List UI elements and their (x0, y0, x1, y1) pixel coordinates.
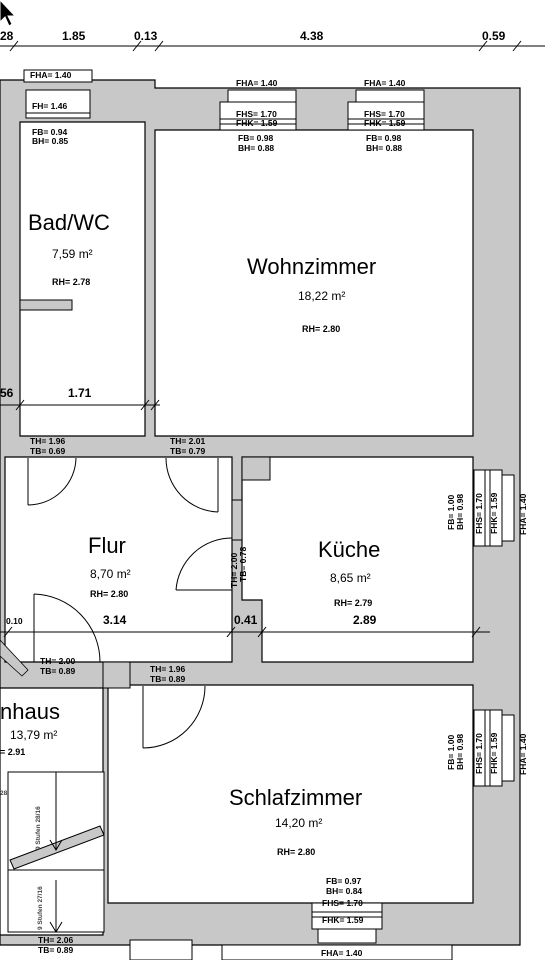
wohn-rh: RH= 2.80 (302, 324, 340, 334)
kitchen-pillar (241, 456, 271, 481)
wohn-window-2 (347, 89, 425, 131)
wohn-window-2-bh: BH= 0.88 (366, 143, 402, 153)
treppe-name: nhaus (0, 699, 60, 724)
top-dim-2: 1.85 (62, 29, 86, 43)
door-kueche-th: TH= 2.00 (229, 553, 239, 588)
dim-041: 0.41 (234, 613, 258, 627)
door-bad-tb: TB= 0.69 (30, 446, 65, 456)
schlaf-rh: RH= 2.80 (277, 847, 315, 857)
schlaf-side-window (473, 709, 515, 787)
exterior-wall (0, 79, 521, 946)
flur-area: 8,70 m² (90, 567, 131, 581)
schlaf-side-window-bh: BH= 0.98 (455, 734, 465, 770)
flur-name: Flur (88, 533, 126, 558)
schlaf-bottom-window-bh: BH= 0.84 (326, 886, 362, 896)
flur-partition (231, 499, 243, 541)
bad-window-bh: BH= 0.85 (32, 136, 68, 146)
top-dim-3: 0.13 (134, 29, 158, 43)
diagonal-wall (0, 639, 29, 677)
stairs-upper: 9 Stufen 28/16 (35, 806, 42, 850)
schlaf-bottom-window-fhs: FHS= 1.70 (322, 898, 363, 908)
wohn-window-1-fhk: FHK= 1.59 (236, 118, 278, 128)
bad-window-fh: FH= 1.46 (32, 101, 67, 111)
wohn-window-1-fha: FHA= 1.40 (236, 78, 278, 88)
wohn-window-2-fha: FHA= 1.40 (364, 78, 406, 88)
door-wohn-tb: TB= 0.79 (170, 446, 205, 456)
door-eingang-th: TH= 2.00 (40, 656, 75, 666)
cursor-icon (0, 0, 17, 27)
bad-name: Bad/WC (28, 210, 110, 235)
wohn-window-2-fhs: FHS= 1.70 (364, 109, 405, 119)
shaft-wall (19, 299, 73, 311)
wohn-window-1-fhs: FHS= 1.70 (236, 109, 277, 119)
treppe-area: 13,79 m² (10, 728, 57, 742)
schlaf-side-window-fha: FHA= 1.40 (518, 733, 528, 775)
schlaf-bottom-window-fb: FB= 0.97 (326, 876, 361, 886)
door-schlaf (142, 685, 206, 749)
schlaf-area: 14,20 m² (275, 816, 322, 830)
wohn-window-1-bh: BH= 0.88 (238, 143, 274, 153)
wohn-window-2-fb: FB= 0.98 (366, 133, 401, 143)
door-wohn (165, 457, 219, 513)
door-schlaf-tb: TB= 0.89 (150, 674, 185, 684)
door-kueche (175, 537, 233, 591)
dim-line-bad (0, 399, 160, 411)
stairs (7, 771, 105, 933)
kueche-name: Küche (318, 537, 380, 562)
flur-rh: RH= 2.80 (90, 589, 128, 599)
kueche-window-fha: FHA= 1.40 (518, 493, 528, 535)
dim-line-flur (0, 626, 490, 638)
top-dim-4: 4.38 (300, 29, 324, 43)
kueche-window-bh: BH= 0.98 (455, 494, 465, 530)
bottom-window-fha: FHA= 1.40 (321, 948, 363, 958)
dim-28: 28 (0, 790, 8, 797)
dim-010: 0.10 (6, 616, 23, 626)
door-eingang-tb: TB= 0.89 (40, 666, 75, 676)
kueche-rh: RH= 2.79 (334, 598, 372, 608)
kueche-area: 8,65 m² (330, 571, 371, 585)
dim-314: 3.14 (103, 613, 127, 627)
door-unten-th: TH= 2.06 (38, 935, 73, 945)
wohn-area: 18,22 m² (298, 289, 345, 303)
wohn-window-1 (219, 89, 297, 131)
schlaf-side-window-fb: FB= 1.00 (446, 735, 456, 770)
dim-056: 56 (0, 386, 14, 400)
bottom-box (129, 939, 193, 960)
top-dimension-line (0, 40, 545, 52)
schlaf-bottom-window-fhk: FHK= 1.59 (322, 915, 364, 925)
wohn-name: Wohnzimmer (247, 254, 376, 279)
top-dim-1: 28 (0, 29, 14, 43)
door-schlaf-th: TH= 1.96 (150, 664, 185, 674)
bad-window-fb: FB= 0.94 (32, 127, 67, 137)
kueche-window-fhk: FHK= 1.59 (489, 492, 499, 534)
bad-window-fha: FHA= 1.40 (30, 70, 72, 80)
dim-289: 2.89 (353, 613, 377, 627)
schlaf-side-window-fhs: FHS= 1.70 (474, 733, 484, 774)
dim-171: 1.71 (68, 386, 92, 400)
door-eingang (33, 593, 101, 663)
door-wohn-th: TH= 2.01 (170, 436, 205, 446)
top-dim-5: 0.59 (482, 29, 506, 43)
pillar (102, 661, 131, 689)
wohn-window-2-fhk: FHK= 1.59 (364, 118, 406, 128)
schlaf-side-window-fhk: FHK= 1.59 (489, 732, 499, 774)
kueche-window (473, 469, 515, 547)
schlaf-name: Schlafzimmer (229, 785, 362, 810)
bottom-window (221, 944, 453, 960)
kueche-window-fhs: FHS= 1.70 (474, 493, 484, 534)
door-kueche-tb: TB= 0.78 (238, 547, 248, 582)
door-bad (27, 457, 77, 506)
door-unten-tb: TB= 0.89 (38, 945, 73, 955)
bad-area: 7,59 m² (52, 247, 93, 261)
treppe-rh: = 2.91 (0, 747, 25, 757)
schlaf-bottom-window (311, 902, 383, 944)
bad-window-frame (23, 69, 93, 83)
kueche-window-fb: FB= 1.00 (446, 495, 456, 530)
door-bad-th: TH= 1.96 (30, 436, 65, 446)
bad-rh: RH= 2.78 (52, 277, 90, 287)
wohn-window-1-fb: FB= 0.98 (238, 133, 273, 143)
stairs-lower: 9 Stufen 27/16 (37, 886, 44, 930)
